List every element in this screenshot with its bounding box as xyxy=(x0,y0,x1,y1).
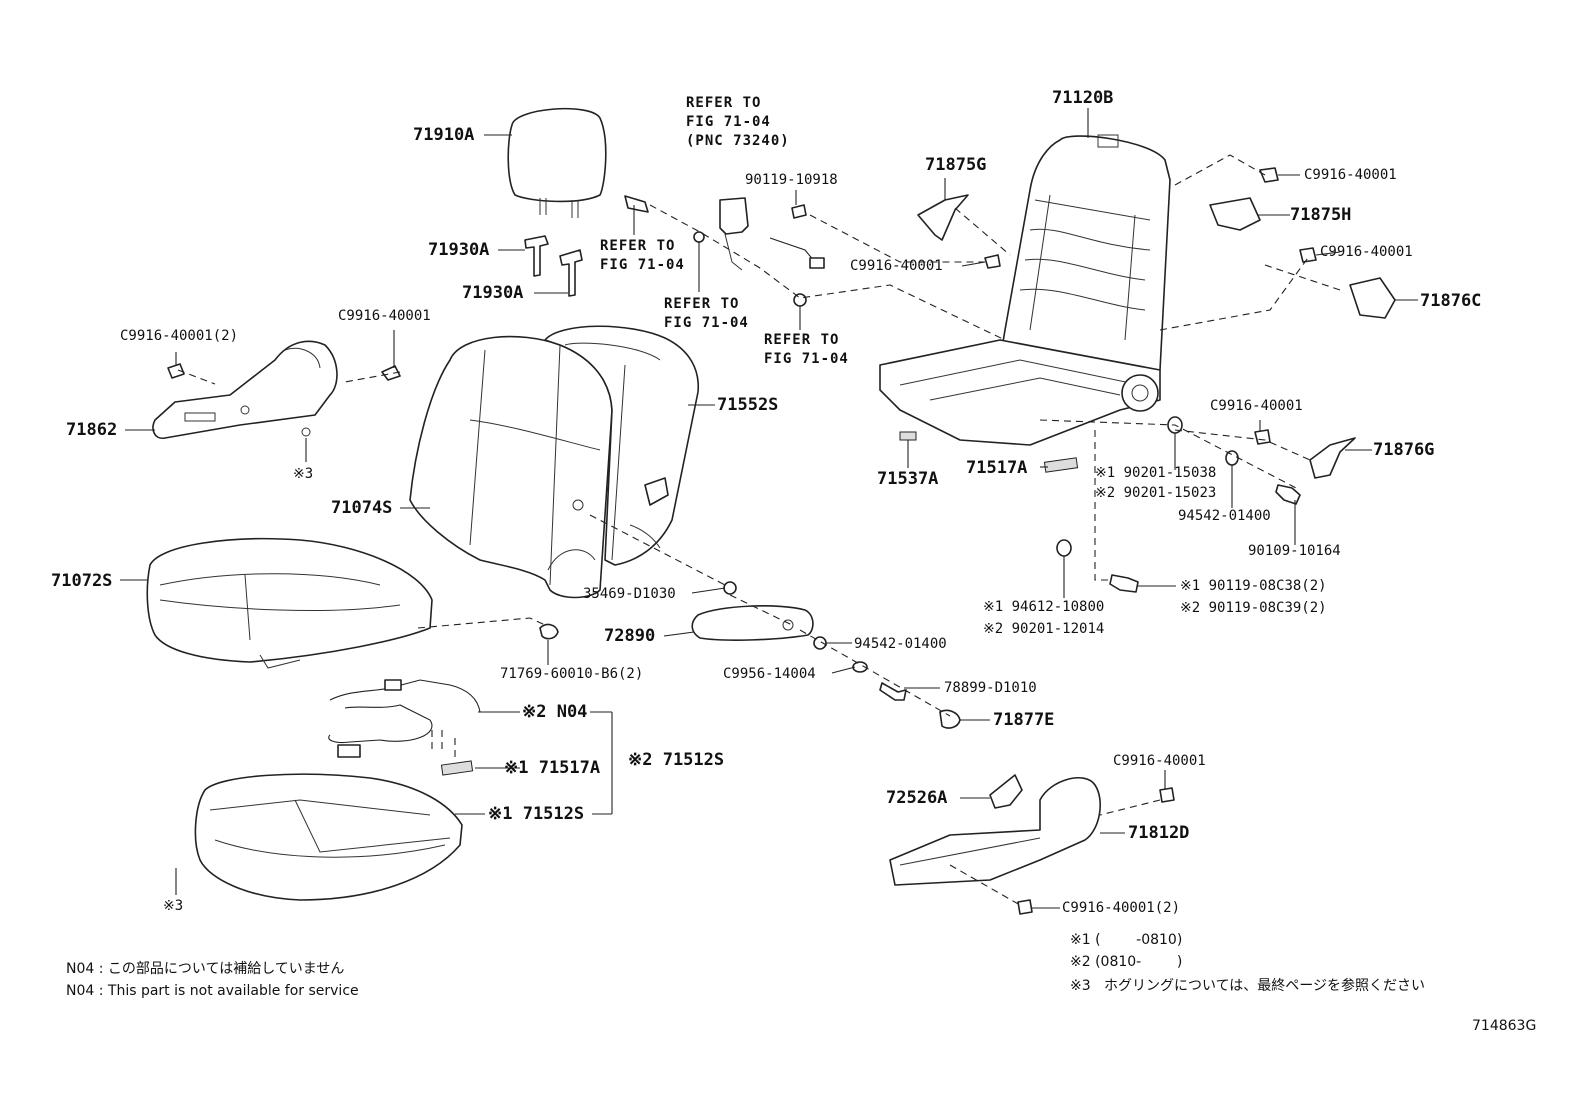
part-label: C9916-40001 xyxy=(1320,244,1413,260)
part-label: 71875H xyxy=(1290,205,1352,225)
part-label: 71517A xyxy=(966,458,1028,478)
part-label: 94542-01400 xyxy=(854,636,947,652)
footnote-n04-en: N04 : This part is not available for ser… xyxy=(66,983,359,999)
part-label: C9916-40001 xyxy=(1304,167,1397,183)
part-label: ※1 94612-10800 xyxy=(983,599,1105,615)
side-cover-71862-drawing xyxy=(152,340,338,440)
refer-note: REFER TO FIG 71-04 xyxy=(664,296,749,331)
harness-drawing xyxy=(328,679,481,760)
part-label: ※1 71517A xyxy=(504,758,601,778)
part-label: ※1 90201-15038 xyxy=(1095,465,1217,481)
part-label: 94542-01400 xyxy=(1178,508,1271,524)
part-label: 71769-60010-B6(2) xyxy=(500,666,644,682)
part-label: 71876C xyxy=(1420,291,1482,311)
part-label: C9916-40001 xyxy=(338,308,431,324)
figure-code: 714863G xyxy=(1472,1018,1537,1034)
part-label: 71072S xyxy=(51,571,113,591)
headrest-drawing xyxy=(507,107,607,218)
bracket-71876c-drawing xyxy=(1349,277,1396,319)
footnote-2: ※2 (0810- ) xyxy=(1070,954,1183,970)
part-label: 71875G xyxy=(925,155,987,175)
assembly-dash-lines xyxy=(177,154,1341,906)
pad-piece-drawing xyxy=(440,760,474,776)
armrest-fasteners-drawing xyxy=(539,581,961,729)
part-label: ※2 90119-08C39(2) xyxy=(1180,600,1327,616)
part-label: 71552S xyxy=(717,395,779,415)
part-label: C9916-40001 xyxy=(1113,753,1206,769)
armrest-drawing xyxy=(691,605,814,641)
cover-72526a-drawing xyxy=(989,774,1023,809)
part-label: C9956-14004 xyxy=(723,666,816,682)
part-label: 71812D xyxy=(1128,823,1190,843)
part-label: 90109-10164 xyxy=(1248,543,1341,559)
leader-lines xyxy=(120,108,1418,909)
part-label: 71877E xyxy=(993,710,1055,730)
part-label: 71910A xyxy=(413,125,475,145)
bracket-71876g-drawing xyxy=(1309,437,1356,479)
seat-cushion-pad-drawing xyxy=(194,773,463,901)
frame-cap-71537a-drawing xyxy=(899,431,917,441)
part-label: 72526A xyxy=(886,788,948,808)
part-label: ※3 xyxy=(293,466,314,482)
part-label: C9916-40001 xyxy=(850,258,943,274)
part-label: 78899-D1010 xyxy=(944,680,1037,696)
refer-note: REFER TO FIG 71-04 xyxy=(764,332,849,367)
part-label: ※1 90119-08C38(2) xyxy=(1180,578,1327,594)
frame-pad-71517a-drawing xyxy=(1043,457,1079,473)
part-label: 71537A xyxy=(877,469,939,489)
part-label: 71120B xyxy=(1052,88,1114,108)
footnote-n04-jp: N04 : この部品については補給していません xyxy=(66,961,345,977)
part-label: ※2 71512S xyxy=(628,750,725,770)
part-label: 71876G xyxy=(1373,440,1435,460)
part-label: 71074S xyxy=(331,498,393,518)
part-label: 72890 xyxy=(604,626,656,646)
part-label: 90119-10918 xyxy=(745,172,838,188)
buckle-drawing xyxy=(624,195,825,307)
part-label: 35469-D1030 xyxy=(583,586,676,602)
seatback-cover-drawing xyxy=(409,335,613,599)
footnote-1: ※1 ( -0810) xyxy=(1070,932,1183,948)
part-label: ※2 90201-15023 xyxy=(1095,485,1217,501)
bracket-71875g-drawing xyxy=(917,194,969,241)
part-label: 71862 xyxy=(66,420,118,440)
seat-cushion-cover-drawing xyxy=(146,537,433,669)
part-label: 71930A xyxy=(428,240,490,260)
part-label: C9916-40001(2) xyxy=(1062,900,1181,916)
seatback-pad-drawing xyxy=(544,325,700,566)
refer-note: REFER TO FIG 71-04 xyxy=(600,238,685,273)
headrest-guides-drawing xyxy=(524,235,583,297)
footnote-3: ※3 ホグリングについては、最終ページを参照ください xyxy=(1070,978,1426,994)
part-label: 71930A xyxy=(462,283,524,303)
part-label: ※1 71512S xyxy=(488,804,585,824)
cover-71812d-drawing xyxy=(889,776,1101,886)
part-label: C9916-40001 xyxy=(1210,398,1303,414)
part-label: C9916-40001(2) xyxy=(120,328,239,344)
part-label: ※3 xyxy=(163,898,184,914)
seat-frame-drawing xyxy=(879,134,1171,446)
part-label: ※2 N04 xyxy=(522,702,588,722)
refer-note: REFER TO FIG 71-04 (PNC 73240) xyxy=(686,95,790,149)
part-label: ※2 90201-12014 xyxy=(983,621,1105,637)
bracket-71875h-drawing xyxy=(1209,197,1261,231)
